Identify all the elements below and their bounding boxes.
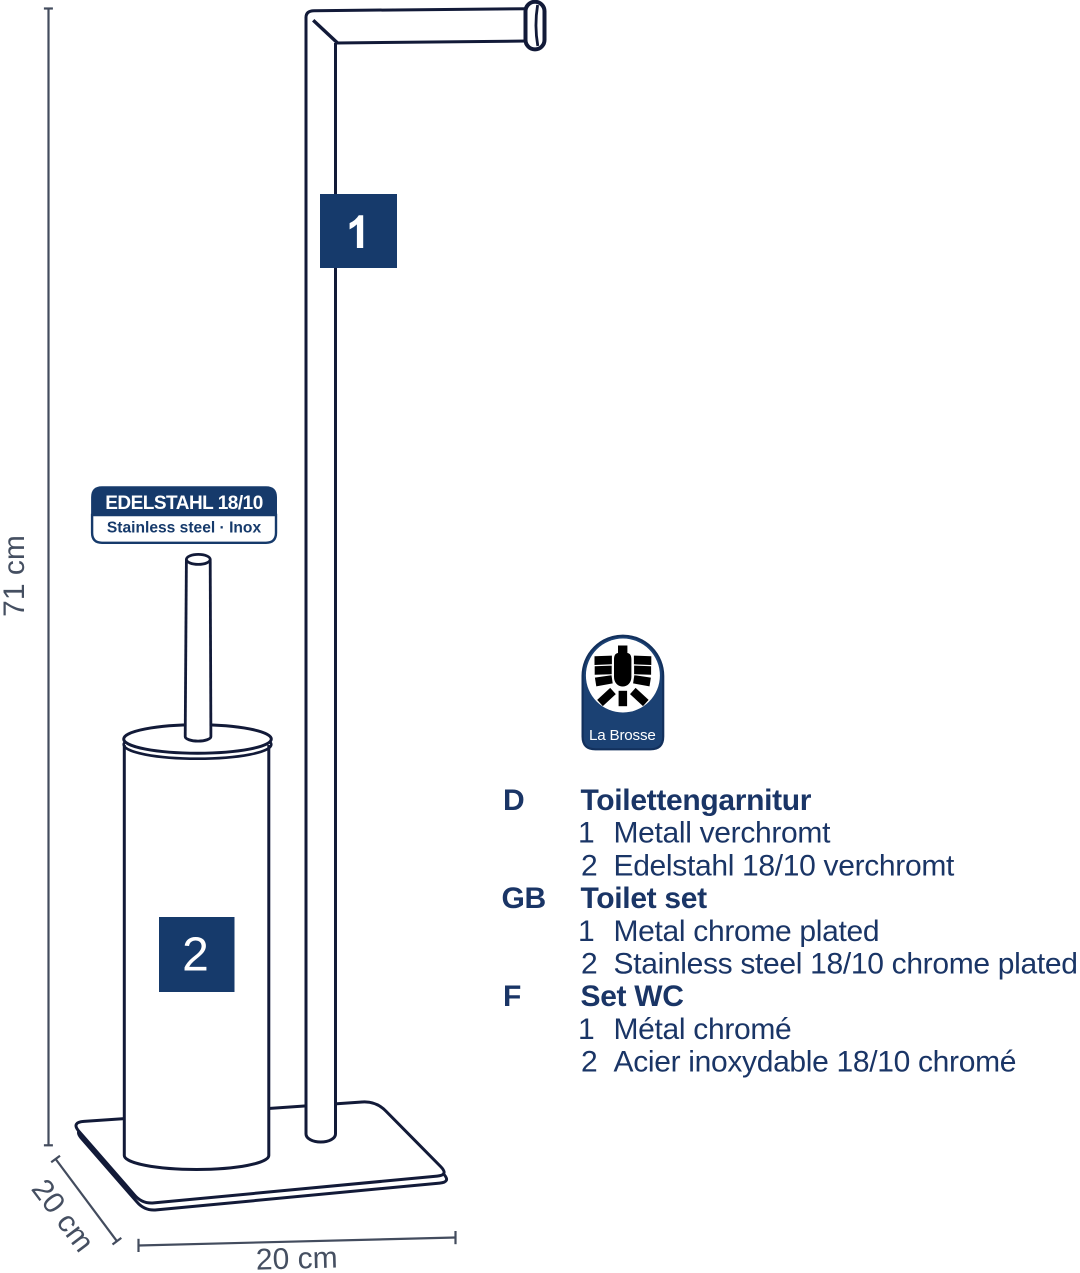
svg-text:20 cm: 20 cm [255,1241,338,1273]
svg-text:Stainless steel 18/10 chrome p: Stainless steel 18/10 chrome plated [614,948,1078,981]
svg-text:Metall verchromt: Metall verchromt [614,817,832,850]
svg-text:71 cm: 71 cm [0,535,31,617]
svg-text:D: D [503,784,524,817]
svg-text:La Brosse: La Brosse [589,727,656,744]
svg-text:Set WC: Set WC [581,980,684,1013]
svg-text:1: 1 [578,915,594,948]
svg-text:2: 2 [581,948,597,981]
svg-text:1: 1 [578,1013,594,1046]
svg-text:Stainless steel · Inox: Stainless steel · Inox [107,520,262,537]
svg-text:Edelstahl 18/10 verchromt: Edelstahl 18/10 verchromt [614,849,956,882]
svg-text:Métal chromé: Métal chromé [614,1013,792,1046]
svg-text:F: F [503,980,521,1013]
svg-text:EDELSTAHL 18/10: EDELSTAHL 18/10 [105,493,263,514]
svg-text:2: 2 [581,1046,597,1079]
svg-text:Toilettengarnitur: Toilettengarnitur [581,784,812,817]
svg-text:20 cm: 20 cm [25,1173,101,1258]
svg-text:1: 1 [578,817,594,850]
svg-text:GB: GB [502,882,546,915]
svg-text:Toilet set: Toilet set [581,882,708,915]
svg-text:2: 2 [182,929,209,982]
svg-text:2: 2 [581,849,597,882]
svg-text:Acier inoxydable 18/10 chromé: Acier inoxydable 18/10 chromé [614,1046,1017,1079]
svg-text:Metal chrome plated: Metal chrome plated [614,915,880,948]
